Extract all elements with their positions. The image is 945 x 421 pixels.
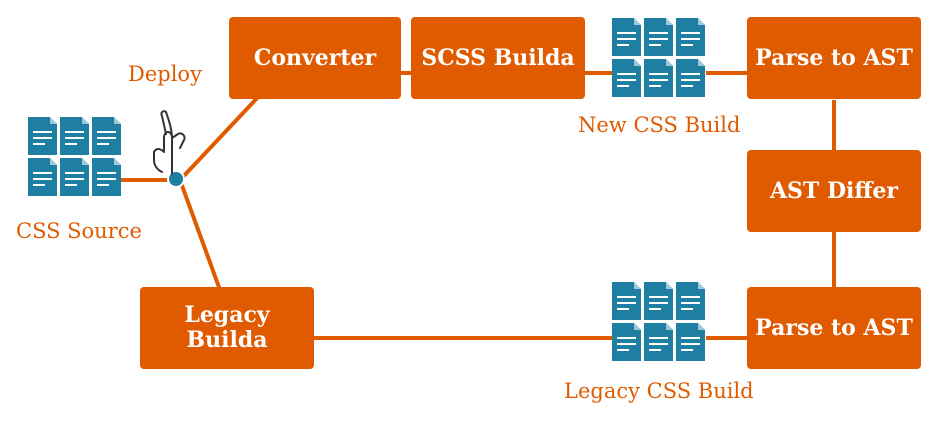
deploy-label: Deploy <box>128 62 202 86</box>
file-stack <box>612 282 705 361</box>
converter-label: Converter <box>253 44 377 71</box>
legacy-css-build-label: Legacy CSS Build <box>564 379 754 403</box>
file-stack <box>28 117 121 196</box>
document-icon <box>676 323 705 361</box>
document-icon <box>644 282 673 320</box>
line-deploy-to-legacy <box>178 179 222 291</box>
scss-builda-node: SCSS Builda <box>411 17 585 99</box>
line-deploy-to-converter <box>178 93 262 182</box>
css-source-label: CSS Source <box>16 219 142 243</box>
document-icon <box>644 323 673 361</box>
document-icon <box>612 282 641 320</box>
document-icon <box>60 158 89 196</box>
document-icon <box>92 117 121 155</box>
document-icon <box>92 158 121 196</box>
document-icon <box>28 117 57 155</box>
new-css-build-files <box>612 18 706 100</box>
ast-differ-node: AST Differ <box>747 150 921 232</box>
new-css-build-label: New CSS Build <box>578 113 741 137</box>
legacy-builda-node: Legacy Builda <box>140 287 314 369</box>
css-source-files <box>28 117 122 199</box>
parse-to-ast-top-node: Parse to AST <box>747 17 921 99</box>
parse-to-ast-bottom-node: Parse to AST <box>747 287 921 369</box>
pointing-hand-icon <box>153 110 186 175</box>
document-icon <box>28 158 57 196</box>
scss-builda-label: SCSS Builda <box>421 44 575 71</box>
document-icon <box>676 282 705 320</box>
document-icon <box>676 59 705 97</box>
legacy-builda-label: Legacy Builda <box>184 302 270 353</box>
document-icon <box>644 59 673 97</box>
parse-to-ast-bottom-label: Parse to AST <box>755 314 913 341</box>
document-icon <box>612 18 641 56</box>
document-icon <box>612 59 641 97</box>
document-icon <box>60 117 89 155</box>
document-icon <box>612 323 641 361</box>
parse-to-ast-top-label: Parse to AST <box>755 44 913 71</box>
converter-node: Converter <box>229 17 401 99</box>
ast-differ-label: AST Differ <box>769 177 899 204</box>
document-icon <box>676 18 705 56</box>
file-stack <box>612 18 705 97</box>
document-icon <box>644 18 673 56</box>
legacy-css-build-files <box>612 282 706 364</box>
